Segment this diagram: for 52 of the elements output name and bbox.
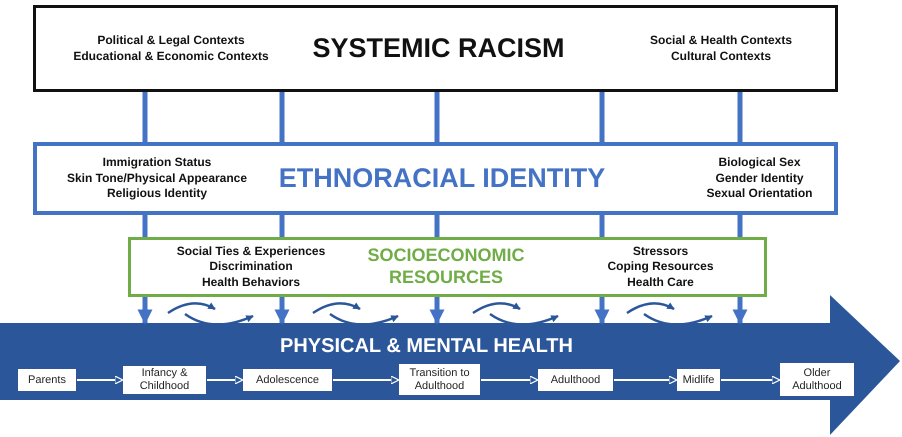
connector-line: [738, 215, 742, 237]
layer-box: [33, 142, 838, 215]
layer-title: SYSTEMIC RACISM: [312, 32, 565, 65]
factor-label: Stressors: [632, 244, 688, 260]
connector-line: [434, 215, 440, 237]
arrow: [274, 297, 290, 324]
arrow: [333, 375, 400, 385]
layer-box: [33, 5, 838, 92]
factor-label: Sexual Orientation: [706, 186, 813, 202]
stage-box: Parents: [17, 368, 77, 392]
factor-label: Discrimination: [209, 259, 293, 275]
stage-box: Infancy & Childhood: [122, 365, 207, 395]
stage-box: Transition to Adulthood: [398, 363, 481, 396]
factor-label: Political & Legal Contexts: [97, 32, 245, 48]
arrow: [721, 375, 780, 385]
factor-label: Educational & Economic Contexts: [73, 48, 269, 64]
factor-label: Social Ties & Experiences: [176, 244, 326, 260]
factor-label: Social & Health Contexts: [650, 32, 792, 48]
arrow: [138, 297, 152, 324]
connector-line: [280, 92, 284, 142]
band-title: PHYSICAL & MENTAL HEALTH: [280, 335, 573, 358]
arrow: [594, 297, 610, 324]
arrow-shape: [0, 295, 902, 435]
layer-title: SOCIOECONOMIC RESOURCES: [366, 245, 526, 289]
stage-box: Older Adulthood: [779, 362, 855, 397]
stage-box: Adulthood: [537, 368, 614, 392]
factor-label: Health Behaviors: [202, 274, 300, 290]
arrow: [614, 375, 678, 385]
factor-label: Coping Resources: [607, 259, 714, 275]
arrow: [732, 297, 748, 324]
connector-line: [142, 215, 148, 237]
connector-line: [600, 215, 604, 237]
factor-label: Skin Tone/Physical Appearance: [66, 170, 248, 186]
arrow: [430, 297, 444, 324]
factor-label: Cultural Contexts: [670, 48, 771, 64]
arrow: [207, 375, 244, 385]
factor-label: Biological Sex: [718, 155, 801, 171]
connector-line: [434, 92, 440, 142]
stage-box: Adolescence: [242, 368, 333, 392]
layer-title: ETHNORACIAL IDENTITY: [278, 162, 606, 195]
connector-line: [280, 215, 284, 237]
arrow: [77, 375, 124, 385]
connector-line: [600, 92, 604, 142]
layer-box: [128, 237, 767, 297]
factor-label: Religious Identity: [106, 186, 207, 202]
connector-line: [738, 92, 742, 142]
factor-label: Immigration Status: [102, 155, 212, 171]
factor-label: Gender Identity: [715, 170, 804, 186]
connector-line: [142, 92, 148, 142]
arrow: [481, 375, 538, 385]
stage-box: Midlife: [676, 368, 721, 392]
factor-label: Health Care: [627, 274, 694, 290]
